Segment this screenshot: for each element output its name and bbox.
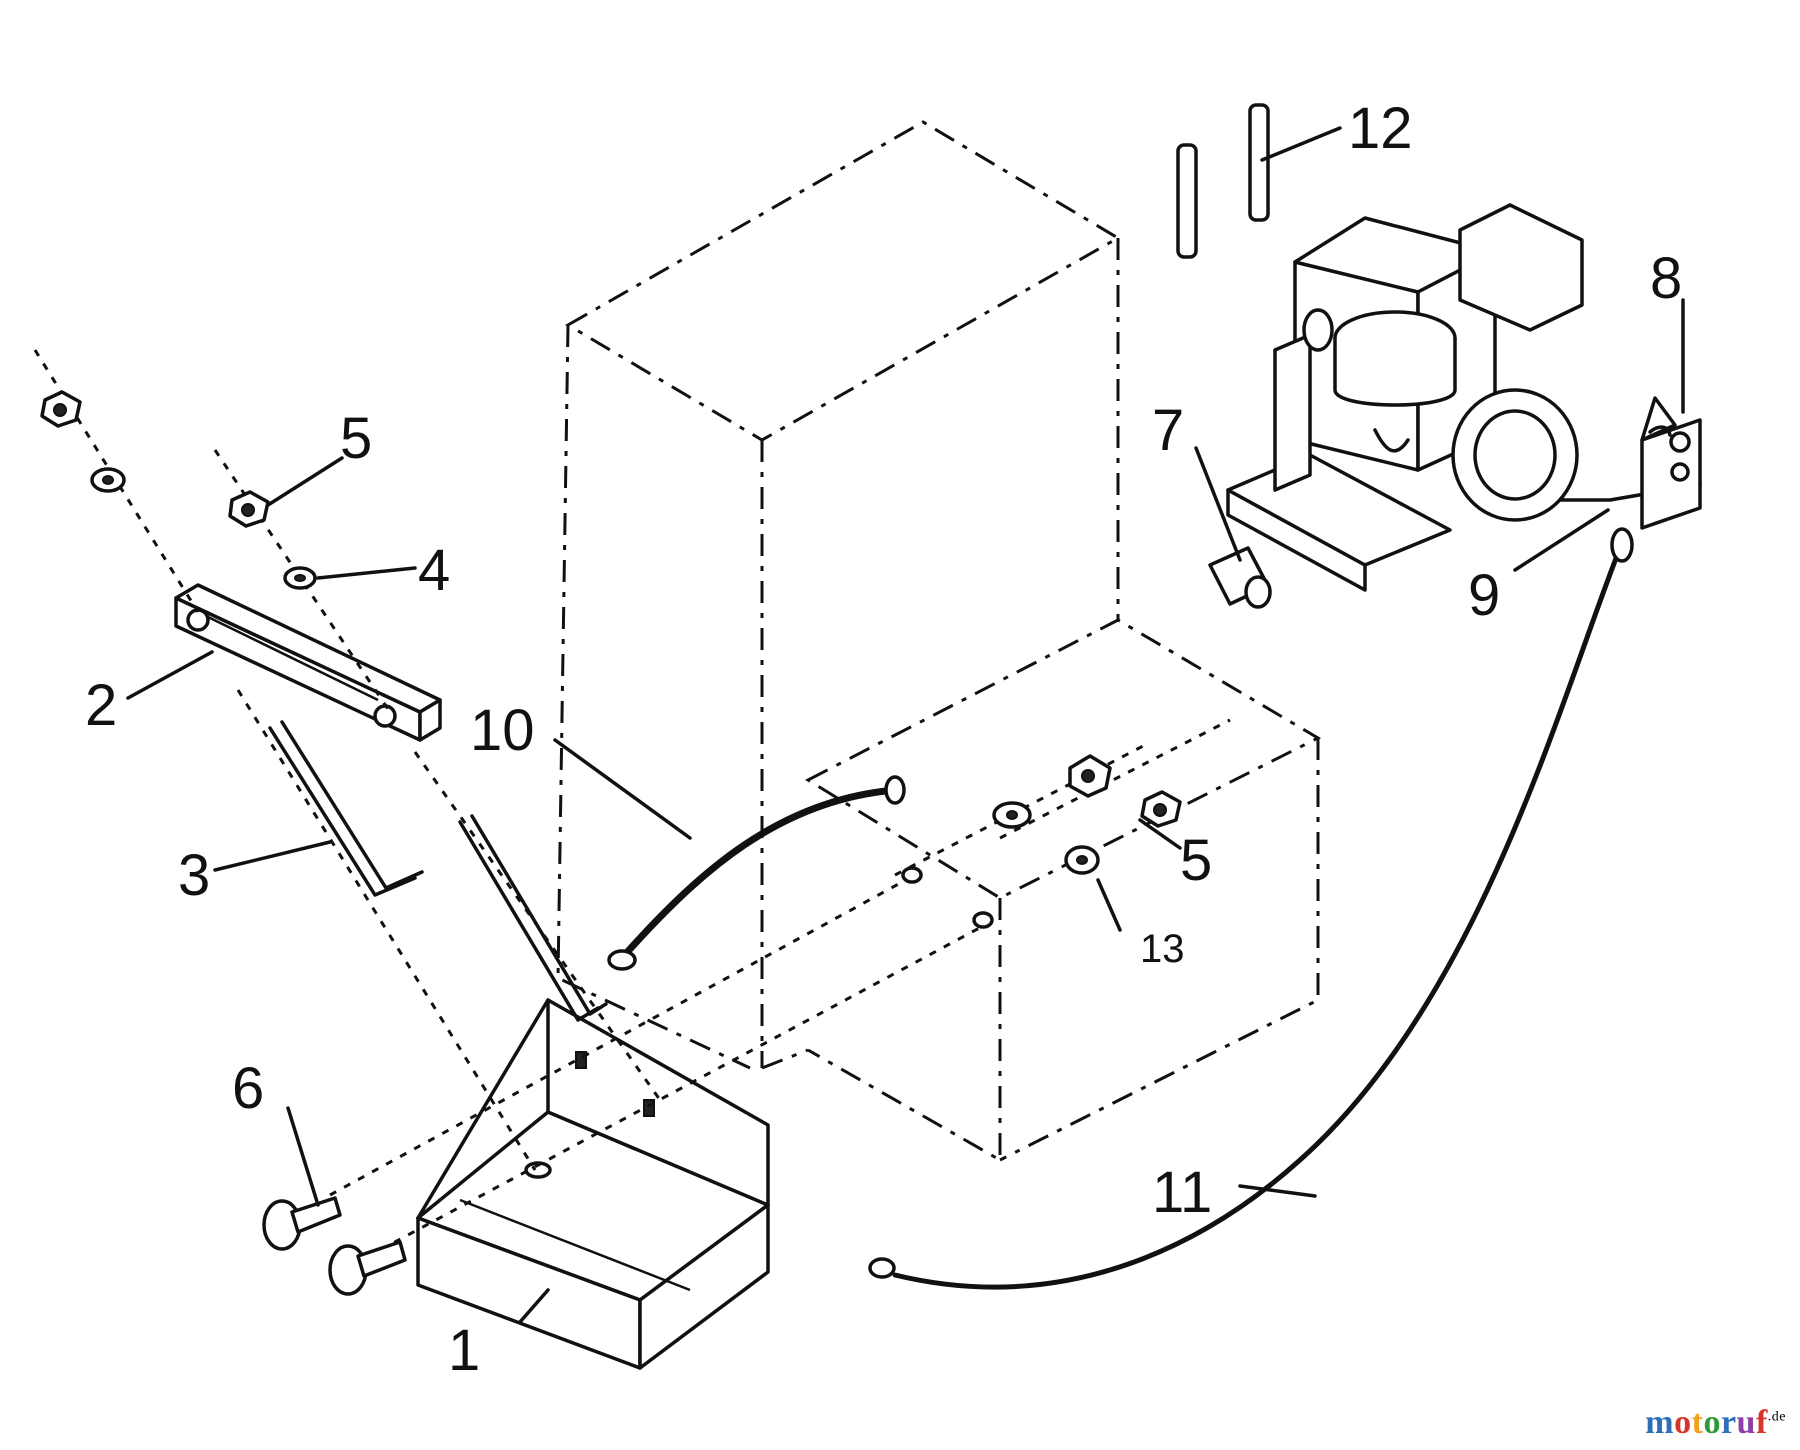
label-1: 1 xyxy=(448,1318,480,1383)
washer-4 xyxy=(283,566,317,590)
part-labels: 1 2 3 4 5 5 6 7 8 9 10 11 12 13 xyxy=(85,96,1682,1383)
battery-tray xyxy=(416,998,770,1370)
label-2: 2 xyxy=(85,673,117,738)
hold-down-bracket xyxy=(174,583,442,742)
watermark-letters: motoruf xyxy=(1645,1404,1768,1441)
label-4: 4 xyxy=(418,538,450,603)
label-3: 3 xyxy=(178,843,210,908)
machine-phantom-outline xyxy=(556,120,1322,1163)
carriage-bolts xyxy=(262,1196,407,1296)
watermark-letter: r xyxy=(1720,1404,1737,1441)
battery-cable-short xyxy=(607,775,906,971)
engine xyxy=(1226,203,1702,592)
watermark-letter: t xyxy=(1691,1404,1704,1441)
watermark-letter: o xyxy=(1703,1404,1721,1441)
label-6: 6 xyxy=(232,1056,264,1121)
label-5-top: 5 xyxy=(340,406,372,471)
watermark-letter: o xyxy=(1674,1404,1692,1441)
label-11: 11 xyxy=(1152,1160,1212,1225)
solenoid-bracket xyxy=(1640,396,1702,530)
watermark-letter: f xyxy=(1755,1404,1768,1441)
label-8: 8 xyxy=(1650,246,1682,311)
terminal-boot xyxy=(1208,546,1272,609)
watermark-letter: m xyxy=(1645,1404,1675,1441)
label-5-right: 5 xyxy=(1180,828,1212,893)
battery-cable-long xyxy=(868,527,1634,1290)
watermark-letter: u xyxy=(1736,1404,1756,1441)
wing-nut-5-top xyxy=(228,490,270,528)
watermark-tld: .de xyxy=(1767,1409,1786,1425)
label-7: 7 xyxy=(1152,398,1184,463)
label-12: 12 xyxy=(1348,96,1413,161)
wing-nut-left xyxy=(40,390,82,428)
leader-lines xyxy=(126,126,1685,1324)
pins xyxy=(1176,103,1270,259)
j-bolts xyxy=(268,720,608,1022)
label-9: 9 xyxy=(1468,563,1500,628)
label-10: 10 xyxy=(470,698,535,763)
label-13: 13 xyxy=(1140,927,1185,971)
battery-terminal-hardware xyxy=(901,754,1182,929)
washer-left xyxy=(90,467,126,493)
watermark-logo: motoruf.de xyxy=(1645,1404,1786,1442)
